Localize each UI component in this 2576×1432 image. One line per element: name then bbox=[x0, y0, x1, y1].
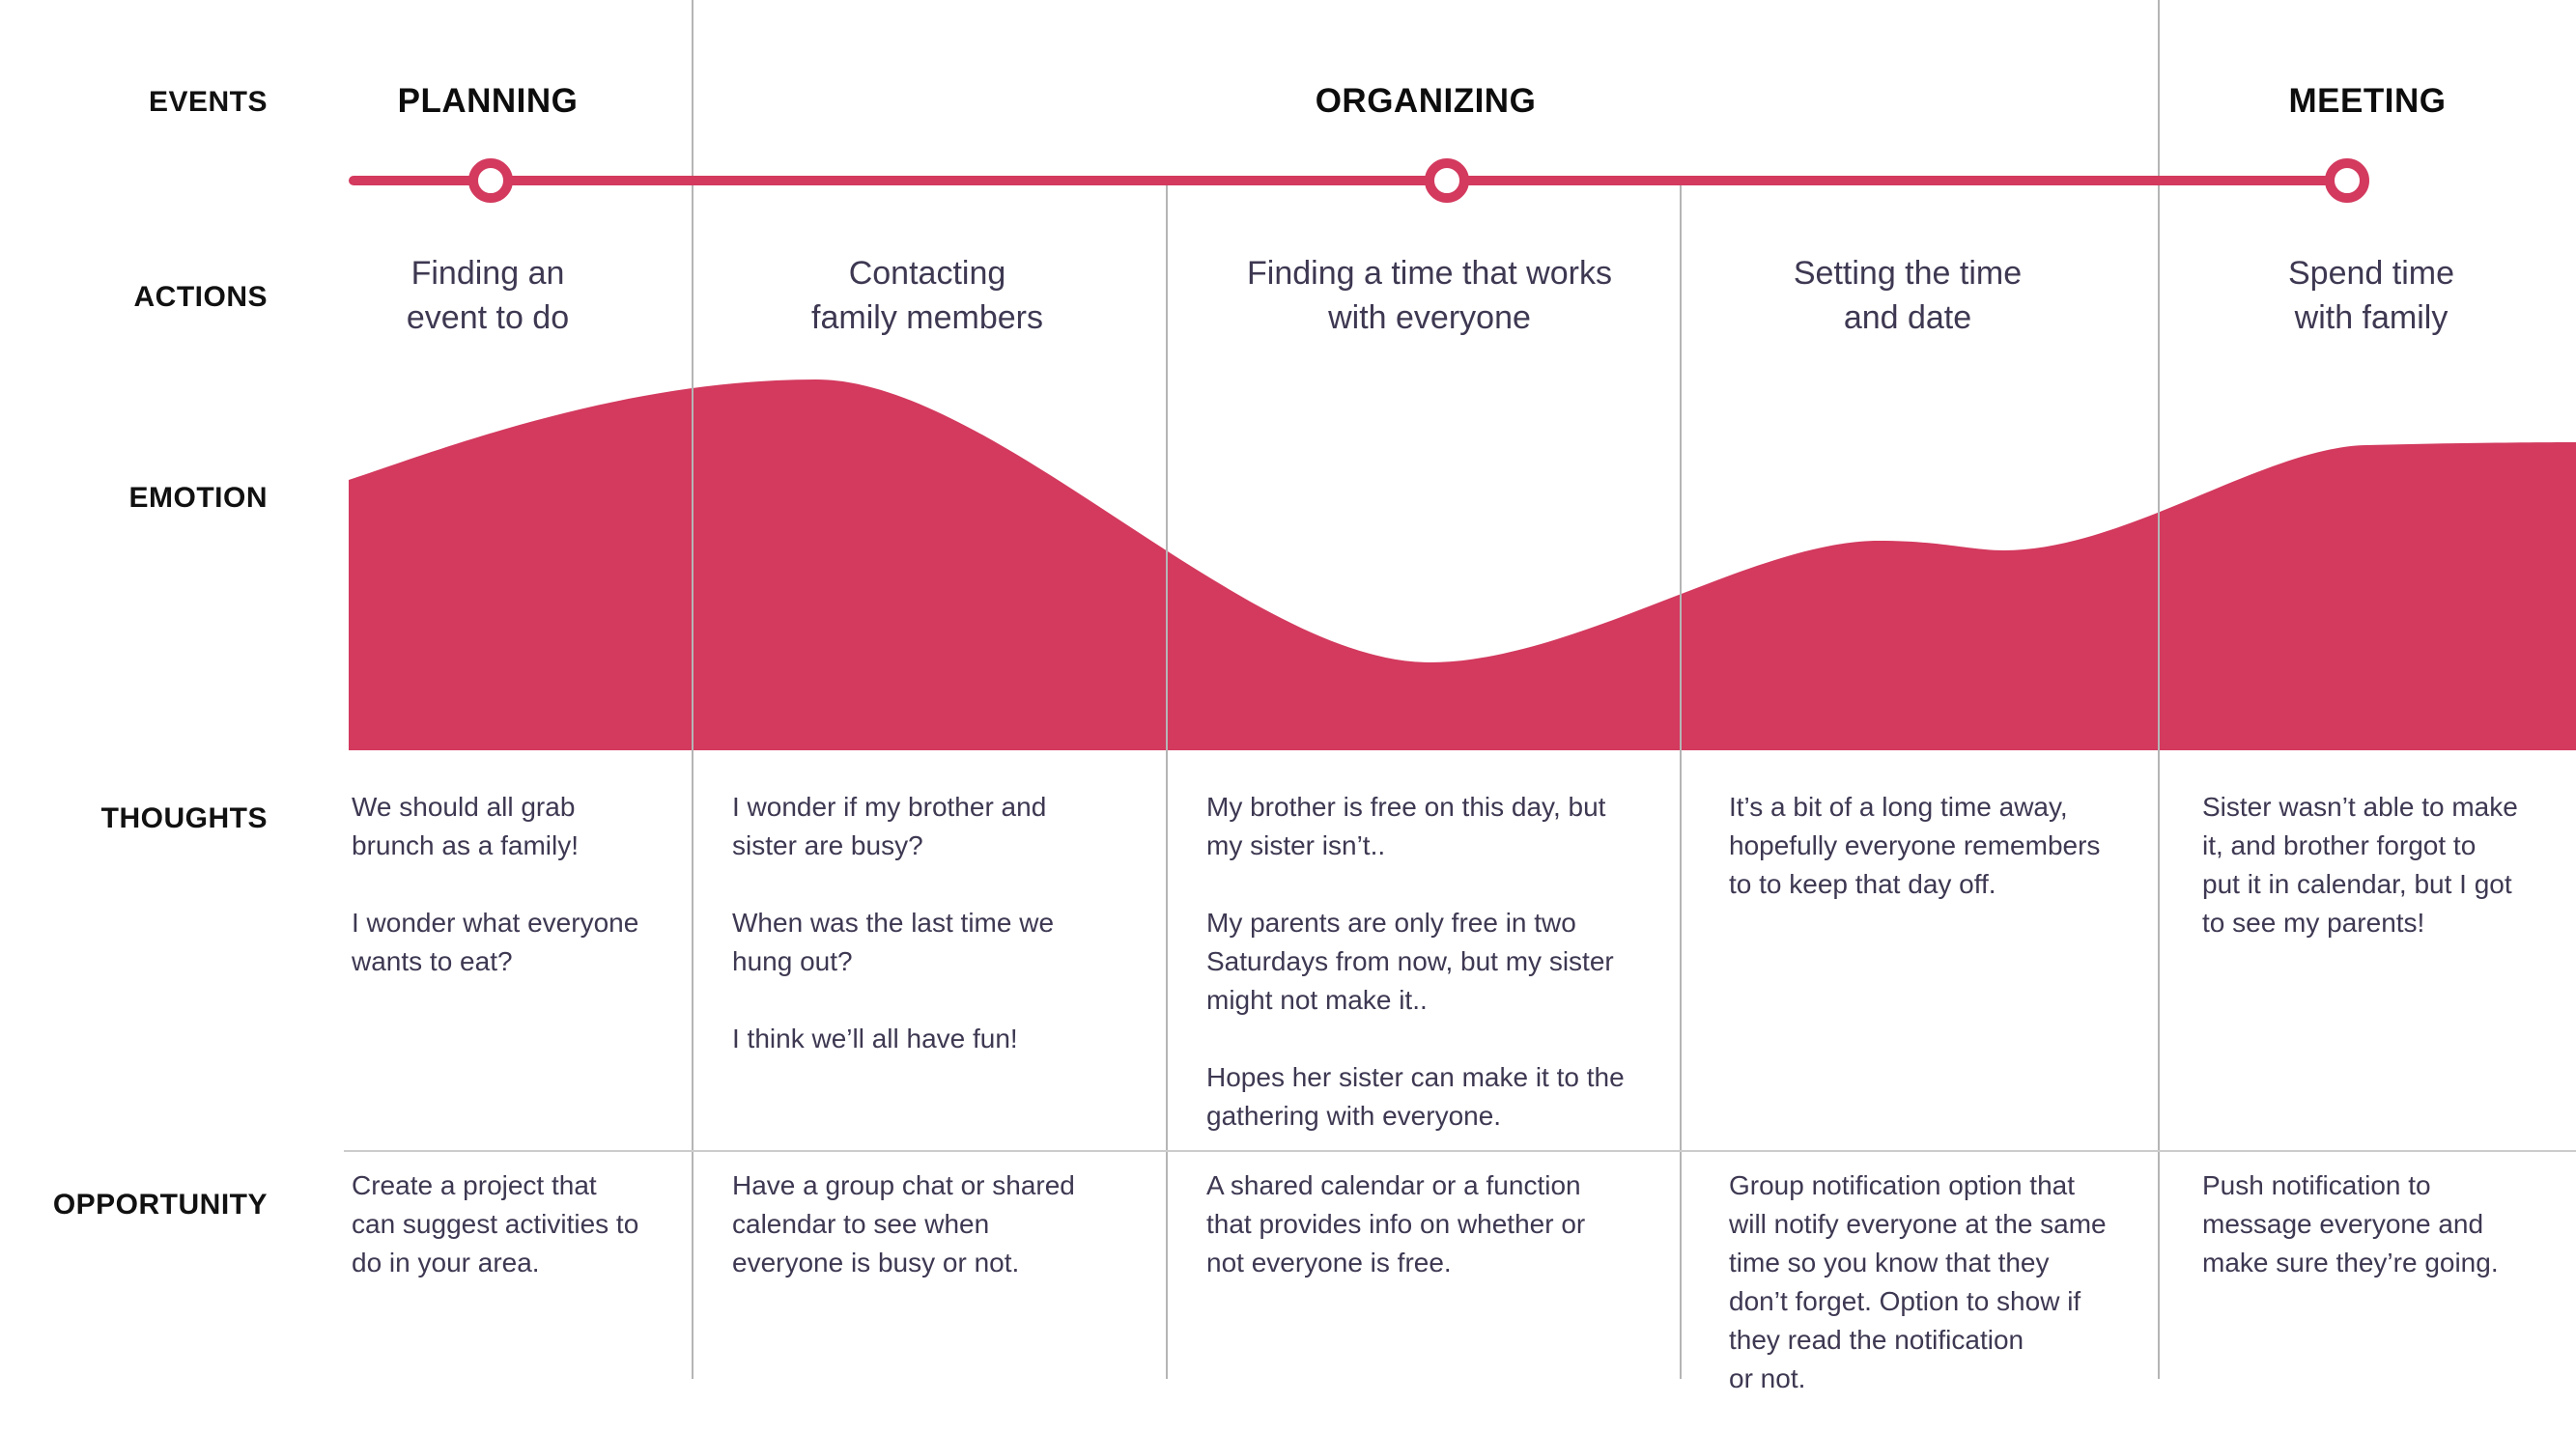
action-setting-time: Setting the time and date bbox=[1793, 255, 2023, 336]
action-finding-event: Finding an event to do bbox=[406, 255, 570, 336]
opportunity-col-5: Push notification to message everyone an… bbox=[2202, 1170, 2499, 1278]
phase-label-organizing: ORGANIZING bbox=[1315, 82, 1537, 120]
action-contacting-family: Contacting family members bbox=[811, 255, 1043, 336]
thoughts-col-4: It’s a bit of a long time away, hopefull… bbox=[1729, 792, 2101, 899]
row-label-actions: ACTIONS bbox=[133, 281, 268, 313]
phase-label-planning: PLANNING bbox=[397, 82, 579, 120]
emotion-curve-area bbox=[349, 379, 2576, 750]
row-label-events: EVENTS bbox=[148, 86, 268, 118]
row-label-opportunity: OPPORTUNITY bbox=[52, 1189, 268, 1221]
thoughts-col-3: My brother is free on this day, but my s… bbox=[1206, 792, 1625, 1131]
phase-divider-organizing-meeting bbox=[2158, 0, 2160, 1379]
thoughts-col-5: Sister wasn’t able to make it, and broth… bbox=[2202, 792, 2518, 938]
thoughts-opportunity-divider bbox=[344, 1150, 2576, 1152]
timeline-marker-planning bbox=[468, 158, 513, 203]
action-spend-time: Spend time with family bbox=[2288, 255, 2454, 336]
column-divider-3 bbox=[1680, 176, 1682, 1379]
opportunity-col-1: Create a project that can suggest activi… bbox=[352, 1170, 639, 1278]
timeline-marker-meeting bbox=[2325, 158, 2369, 203]
timeline-line bbox=[349, 176, 2352, 185]
opportunity-col-3: A shared calendar or a function that pro… bbox=[1206, 1170, 1586, 1278]
phase-divider-planning-organizing bbox=[692, 0, 694, 1379]
row-label-thoughts: THOUGHTS bbox=[100, 802, 268, 834]
opportunity-col-4: Group notification option that will noti… bbox=[1729, 1170, 2107, 1393]
action-finding-time: Finding a time that works with everyone bbox=[1247, 255, 1612, 336]
row-label-emotion: EMOTION bbox=[128, 482, 268, 514]
column-divider-2 bbox=[1166, 176, 1168, 1379]
phase-label-meeting: MEETING bbox=[2288, 82, 2447, 120]
thoughts-col-1: We should all grab brunch as a family! I… bbox=[352, 792, 639, 976]
thoughts-col-2: I wonder if my brother and sister are bu… bbox=[732, 792, 1055, 1053]
timeline-marker-organizing bbox=[1425, 158, 1469, 203]
opportunity-col-2: Have a group chat or shared calendar to … bbox=[732, 1170, 1075, 1278]
